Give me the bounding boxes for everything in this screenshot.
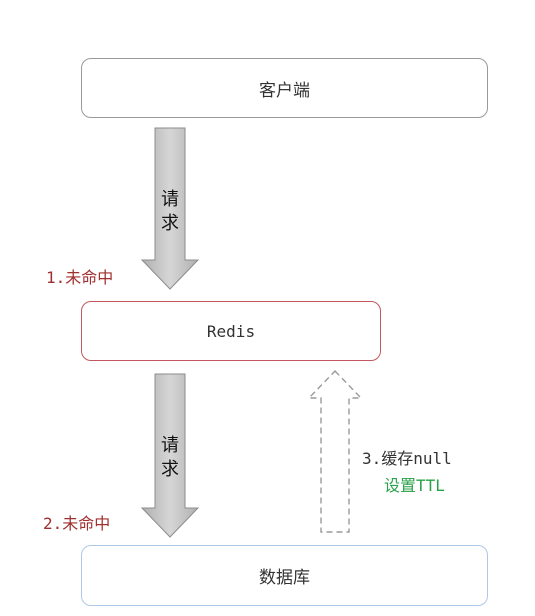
request-char-1: 请: [161, 189, 179, 210]
request-arrow-top-shape: [140, 127, 200, 290]
request-text-top: 请 求: [158, 188, 182, 236]
redis-node: Redis: [81, 301, 381, 361]
client-node: 客户端: [81, 58, 488, 118]
request-arrow-bottom-shape: [140, 373, 200, 538]
database-label: 数据库: [259, 568, 310, 588]
request-arrow-top: [140, 127, 200, 290]
request-char-1: 请: [161, 435, 179, 456]
database-node: 数据库: [81, 545, 488, 606]
cache-null-arrow-shape: [307, 369, 363, 533]
client-label: 客户端: [259, 80, 310, 101]
step-miss-2-label: 2.未命中: [43, 514, 111, 533]
cache-null-arrow: [307, 369, 363, 533]
redis-label: Redis: [206, 321, 256, 341]
request-char-2: 求: [161, 213, 179, 234]
cache-null-note: 3.缓存null: [362, 449, 452, 468]
set-ttl-note: 设置TTL: [384, 476, 445, 495]
request-text-bottom: 请 求: [158, 434, 182, 482]
step-miss-1-label: 1.未命中: [46, 268, 114, 287]
request-char-2: 求: [161, 459, 179, 480]
request-arrow-bottom: [140, 373, 200, 538]
